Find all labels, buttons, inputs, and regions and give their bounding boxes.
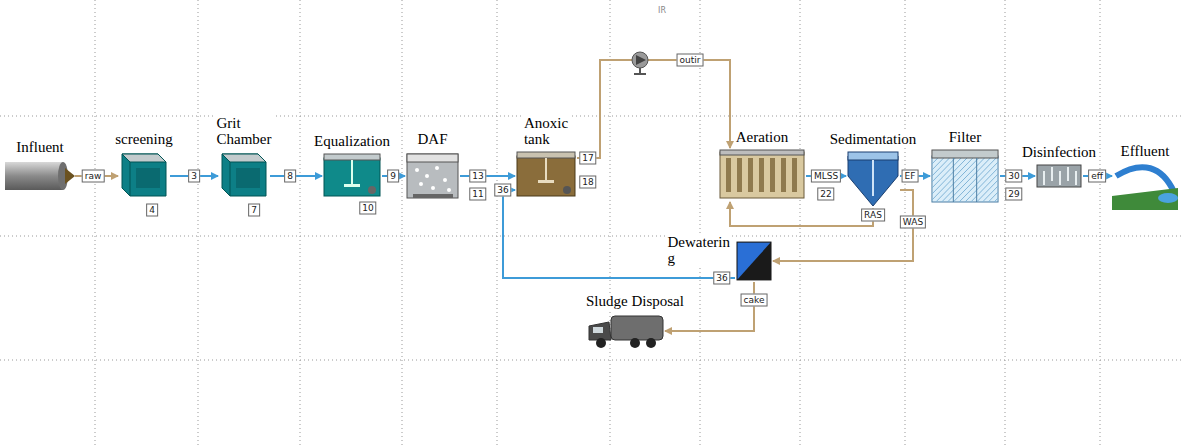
unit-icon	[118, 150, 170, 200]
process-unit: DAF	[405, 150, 460, 202]
stream-tag: 4	[146, 204, 158, 217]
process-unit: Disinfection	[1035, 163, 1083, 189]
unit-icon	[718, 148, 806, 202]
flow-line	[730, 202, 873, 226]
stream-tag: 36	[713, 272, 730, 285]
stream-tag: cake	[741, 294, 768, 307]
unit-label: Influent	[15, 139, 64, 155]
unit-label: Sludge Disposal	[585, 293, 685, 309]
process-unit: Sedimentation	[846, 150, 900, 208]
stream-note: IR	[658, 6, 666, 15]
unit-label: Effluent	[1120, 143, 1171, 159]
flow-line	[503, 190, 735, 278]
process-unit: screening	[118, 150, 170, 200]
stream-tag: 29	[1005, 188, 1022, 201]
process-unit: Dewaterin g	[735, 240, 773, 282]
stream-tag: 9	[387, 170, 399, 183]
unit-icon	[735, 240, 773, 282]
stream-tag: 30	[1005, 170, 1022, 183]
unit-label: Grit Chamber	[216, 115, 273, 147]
pump-symbol	[632, 52, 648, 74]
stream-tag: 11	[469, 188, 486, 201]
stream-tag: 3	[188, 170, 200, 183]
stream-tag: 13	[469, 170, 486, 183]
unit-label: Sedimentation	[829, 131, 918, 147]
unit-icon	[585, 312, 665, 350]
stream-tag: eff	[1088, 170, 1106, 183]
unit-label: Filter	[948, 129, 983, 145]
stream-tag: 36	[494, 184, 511, 197]
unit-label: Dewaterin g	[667, 234, 731, 266]
unit-label: Anoxic tank	[523, 115, 569, 147]
unit-icon	[515, 150, 577, 200]
unit-icon	[1035, 163, 1083, 189]
process-unit: Anoxic tank	[515, 150, 577, 200]
unit-label: screening	[114, 131, 173, 147]
unit-label: DAF	[416, 131, 448, 147]
stream-tag: RAS	[861, 209, 885, 222]
unit-label: Aeration	[735, 129, 789, 145]
flow-line	[270, 175, 322, 177]
unit-icon	[930, 148, 1000, 206]
process-unit: Grit Chamber	[218, 150, 270, 200]
stream-tag: 18	[579, 176, 596, 189]
flow-line	[460, 175, 515, 177]
process-unit: Filter	[930, 148, 1000, 206]
stream-tag: 10	[359, 202, 376, 215]
process-unit: Influent	[5, 158, 75, 194]
unit-label: Disinfection	[1021, 144, 1097, 160]
unit-icon	[322, 152, 382, 198]
stream-tag: EF	[902, 170, 919, 183]
stream-tag: 7	[248, 204, 260, 217]
unit-label: Equalization	[313, 133, 391, 149]
stream-tag: 17	[579, 152, 596, 165]
unit-icon	[5, 158, 75, 194]
stream-tag: 22	[817, 188, 834, 201]
process-unit: Sludge Disposal	[585, 312, 665, 350]
unit-icon	[218, 150, 270, 200]
unit-icon	[1112, 162, 1178, 210]
stream-tag: 8	[284, 170, 296, 183]
flow-line	[577, 60, 730, 158]
process-unit: Equalization	[322, 152, 382, 198]
process-unit: Aeration	[718, 148, 806, 202]
stream-tag: MLSS	[811, 170, 841, 183]
stream-tag: WAS	[900, 216, 926, 229]
unit-icon	[405, 150, 460, 202]
flow-line	[773, 190, 913, 261]
stream-tag: raw	[82, 170, 105, 183]
unit-icon	[846, 150, 900, 208]
stream-tag: outir	[677, 54, 704, 67]
process-unit: Effluent	[1112, 162, 1178, 210]
